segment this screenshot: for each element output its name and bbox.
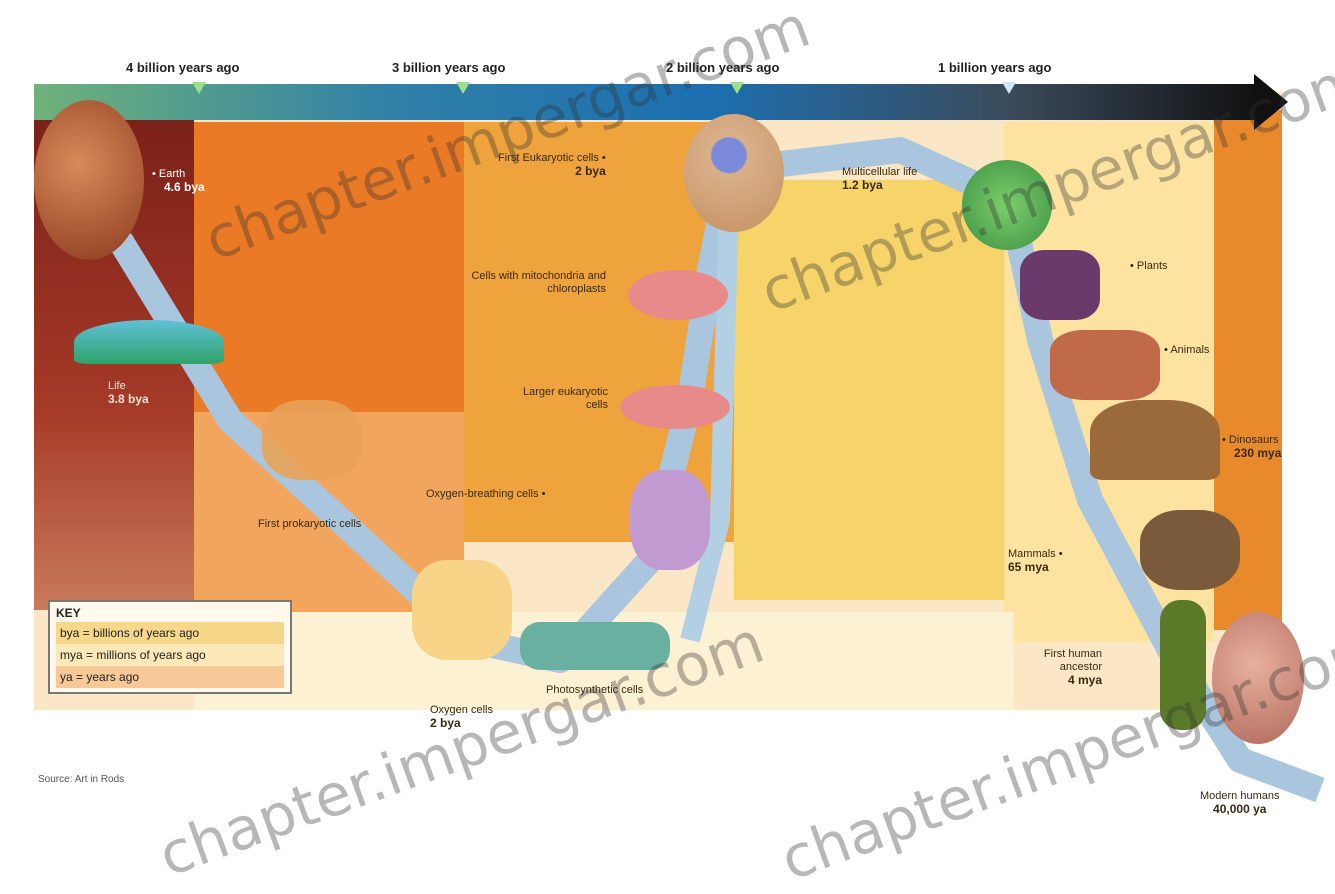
eukaryote-cell-illustration <box>684 114 784 232</box>
event-modern-humans-date: 40,000 ya <box>1200 803 1280 816</box>
event-eukaryotes-date: 2 bya <box>498 165 606 178</box>
mitochondria-illustration-2 <box>620 385 730 429</box>
event-mammals-date: 65 mya <box>1008 561 1063 574</box>
event-multicellular-label: Multicellular life <box>842 166 917 178</box>
key-row-mya: mya = millions of years ago <box>56 644 284 666</box>
event-first-prokaryotes: First prokaryotic cells <box>258 518 368 531</box>
event-multicellular: Multicellular life 1.2 bya <box>842 166 942 192</box>
event-plants: • Plants <box>1130 260 1168 273</box>
event-first-human: First human ancestor 4 mya <box>1022 648 1102 687</box>
modern-human-head-illustration <box>1212 612 1304 744</box>
event-larger-cells-label: Larger eukaryotic cells <box>523 386 608 411</box>
event-mammals: Mammals • 65 mya <box>1008 548 1063 574</box>
event-life: Life 3.8 bya <box>108 380 149 406</box>
event-animals-label: Animals <box>1170 344 1209 356</box>
event-earth-label: Earth <box>159 168 185 180</box>
event-earth-date: 4.6 bya <box>164 181 205 194</box>
photosynthetic-cells-illustration <box>520 622 670 670</box>
event-life-label: Life <box>108 380 126 392</box>
event-first-human-date: 4 mya <box>1022 674 1102 687</box>
key-row-bya: bya = billions of years ago <box>56 622 284 644</box>
event-photosynthetic-label: Photosynthetic cells <box>546 684 643 696</box>
multicellular-illustration <box>962 160 1052 250</box>
dinosaur-illustration <box>1090 400 1220 480</box>
event-animals: • Animals <box>1164 344 1209 357</box>
event-oxygen-breathing-label: Oxygen-breathing cells <box>426 488 539 500</box>
prokaryote-cluster-illustration <box>412 560 512 660</box>
event-oxygen-breathing: Oxygen-breathing cells • <box>426 488 545 501</box>
mitochondria-illustration-1 <box>628 270 728 320</box>
mammal-illustration <box>1140 510 1240 590</box>
event-oxygen-date: 2 bya <box>430 717 493 730</box>
human-ancestor-illustration <box>1160 600 1206 730</box>
event-oxygen: Oxygen cells 2 bya <box>430 704 493 730</box>
event-modern-humans-label: Modern humans <box>1200 790 1280 802</box>
event-life-date: 3.8 bya <box>108 393 149 406</box>
plant-illustration <box>1020 250 1100 320</box>
event-dinosaurs-date: 230 mya <box>1234 447 1281 460</box>
event-mitochondria: Cells with mitochondria and chloroplasts <box>456 270 606 296</box>
event-photosynthetic: Photosynthetic cells <box>546 684 643 697</box>
event-eukaryotes: First Eukaryotic cells • 2 bya <box>498 152 606 178</box>
event-eukaryotes-label: First Eukaryotic cells <box>498 152 599 164</box>
animal-illustration <box>1050 330 1160 400</box>
early-cells-illustration <box>262 400 362 480</box>
event-mammals-label: Mammals <box>1008 548 1056 560</box>
oxygen-cells-illustration <box>630 470 710 570</box>
event-larger-cells: Larger eukaryotic cells <box>498 386 608 412</box>
event-dinosaurs-label: Dinosaurs <box>1229 434 1279 446</box>
event-first-human-label: First human ancestor <box>1044 648 1102 673</box>
source-credit: Source: Art in Rods <box>38 774 124 785</box>
key-row-ya: ya = years ago <box>56 666 284 688</box>
event-earth: • Earth 4.6 bya <box>152 168 205 194</box>
event-first-prokaryotes-label: First prokaryotic cells <box>258 518 361 530</box>
event-modern-humans: Modern humans 40,000 ya <box>1200 790 1280 816</box>
event-oxygen-label: Oxygen cells <box>430 704 493 716</box>
key-legend: KEY bya = billions of years ago mya = mi… <box>48 600 292 694</box>
key-title: KEY <box>56 606 284 620</box>
earth-planet-illustration <box>34 100 144 260</box>
event-mitochondria-label: Cells with mitochondria and chloroplasts <box>471 270 606 295</box>
event-plants-label: Plants <box>1137 260 1168 272</box>
volcano-illustration <box>74 320 224 364</box>
event-multicellular-date: 1.2 bya <box>842 179 942 192</box>
event-dinosaurs: • Dinosaurs 230 mya <box>1222 434 1281 460</box>
